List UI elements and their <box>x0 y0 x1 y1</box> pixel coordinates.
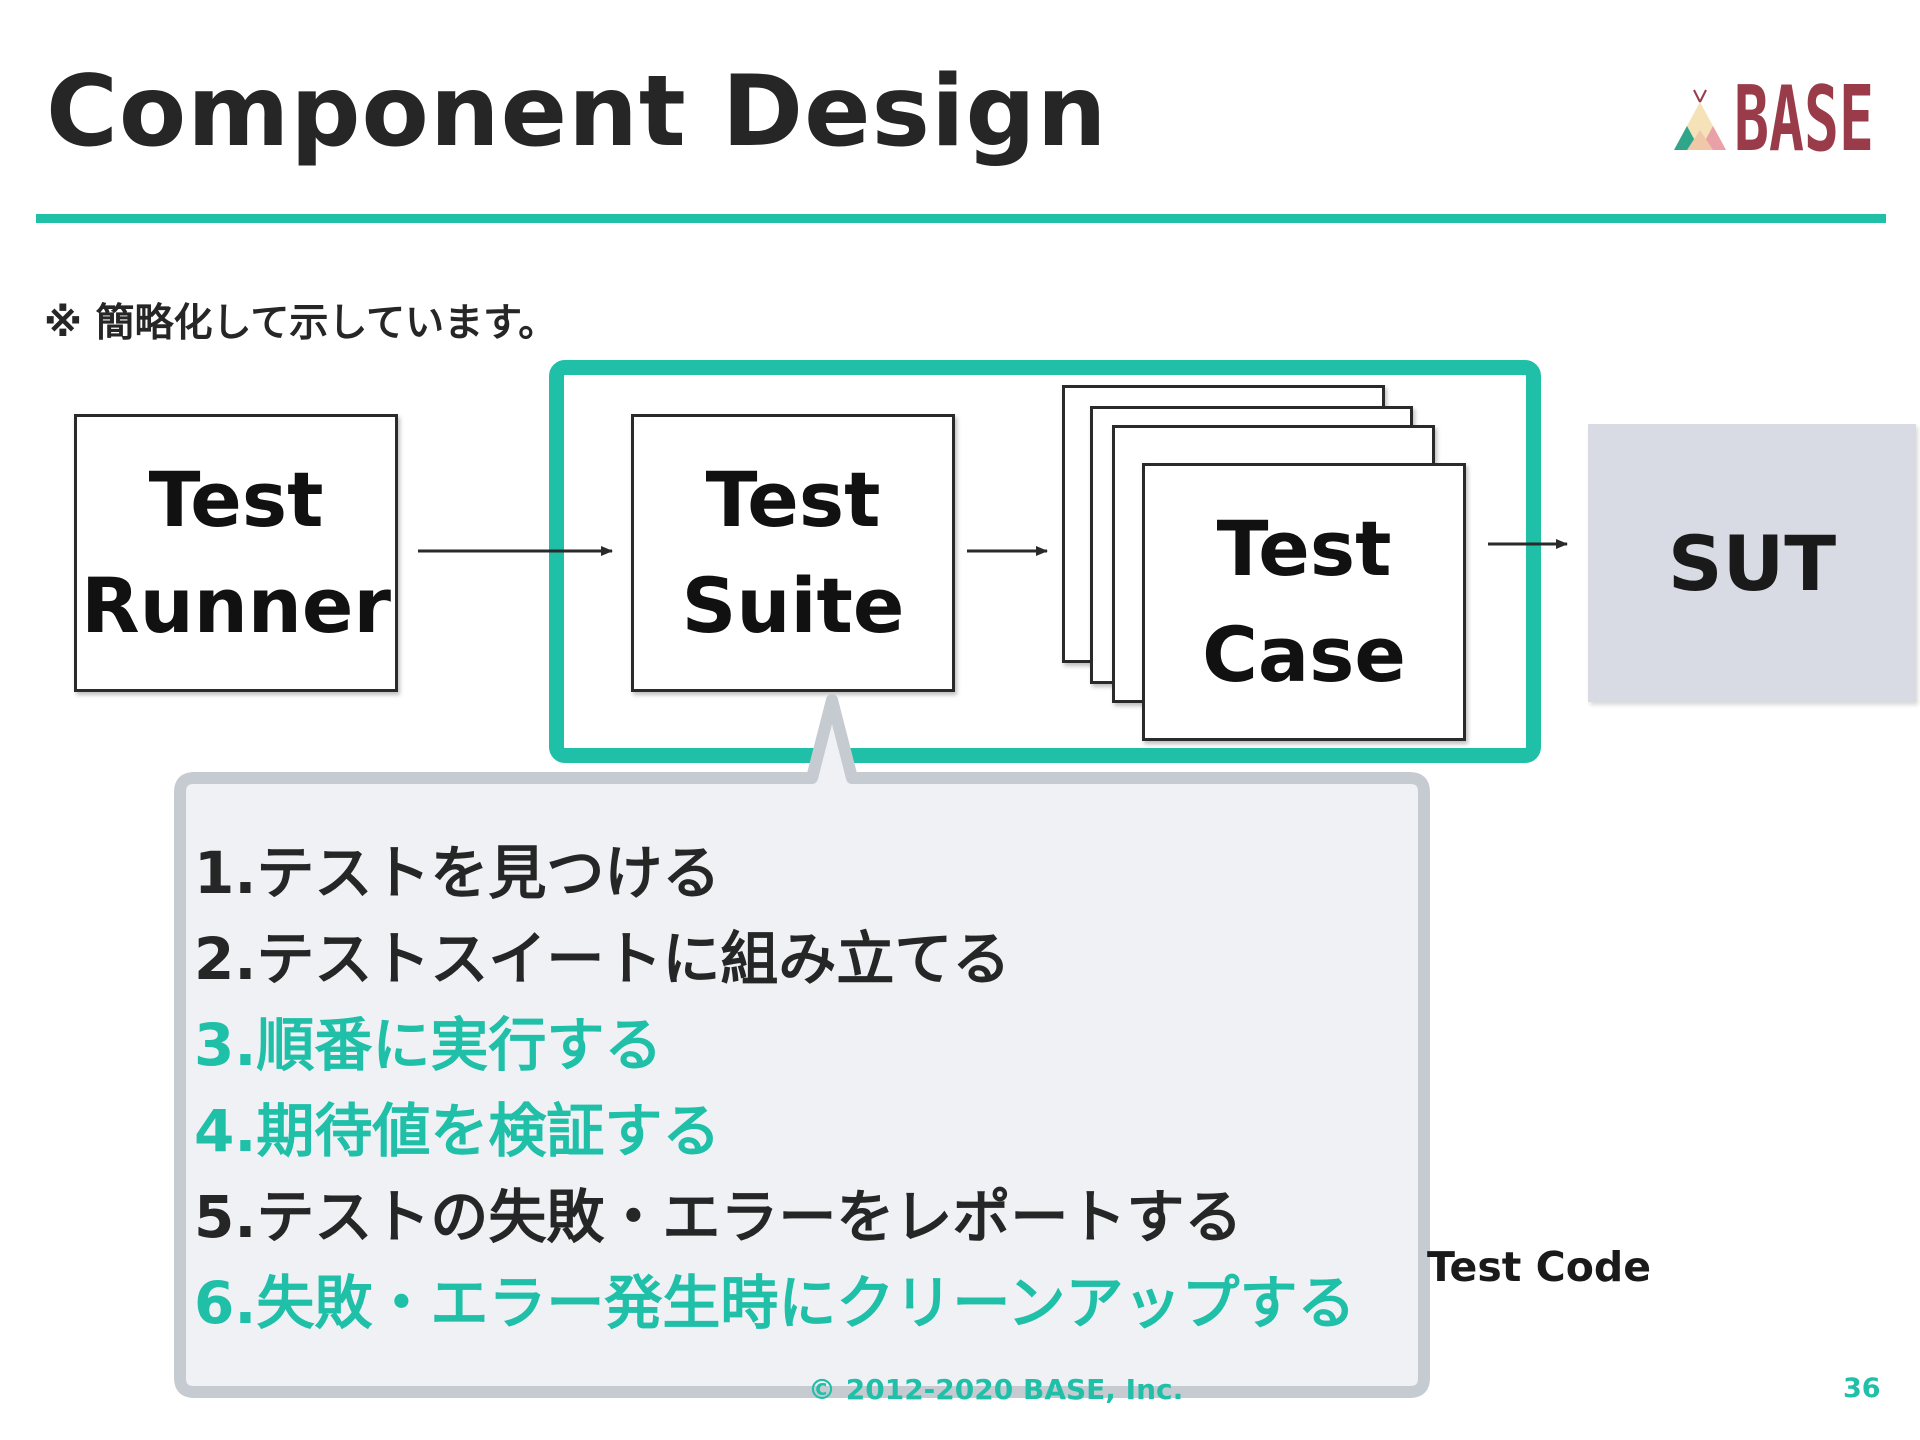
page-number: 36 <box>1843 1373 1881 1404</box>
title-divider <box>36 214 1886 223</box>
slide-title: Component Design <box>46 55 1108 169</box>
step-item-highlighted: 4.期待値を検証する <box>194 1097 721 1165</box>
test-code-label: Test Code <box>1427 1243 1652 1291</box>
test-suite-line2: Suite <box>681 561 905 650</box>
simplification-note: ※ 簡略化して示しています。 <box>44 301 558 346</box>
test-code-group-frame <box>549 360 1541 763</box>
test-runner-line2: Runner <box>81 561 391 650</box>
base-logo: BASE <box>1674 67 1874 160</box>
logo-text: BASE <box>1734 67 1874 160</box>
test-case-line1: Test <box>1216 503 1392 593</box>
teepee-icon <box>1674 89 1726 150</box>
step-item: 1.テストを見つける <box>194 839 721 907</box>
test-runner-line1: Test <box>148 454 324 544</box>
test-suite-box: Test Suite <box>631 414 955 692</box>
test-case-box: Test Case <box>1142 463 1466 741</box>
test-runner-box: Test Runner <box>74 414 398 692</box>
step-item-highlighted: 3.順番に実行する <box>194 1011 663 1079</box>
copyright: © 2012-2020 BASE, Inc. <box>808 1373 1184 1406</box>
test-case-line2: Case <box>1202 610 1406 699</box>
step-list: 1.テストを見つける 2.テストスイートに組み立てる 3.順番に実行する 4.期… <box>194 830 1356 1346</box>
step-item: 2.テストスイートに組み立てる <box>194 925 1011 993</box>
step-item-highlighted: 6.失敗・エラー発生時にクリーンアップする <box>194 1269 1356 1337</box>
step-item: 5.テストの失敗・エラーをレポートする <box>194 1183 1243 1251</box>
test-suite-line1: Test <box>705 454 881 544</box>
sut-box: SUT <box>1588 424 1916 702</box>
